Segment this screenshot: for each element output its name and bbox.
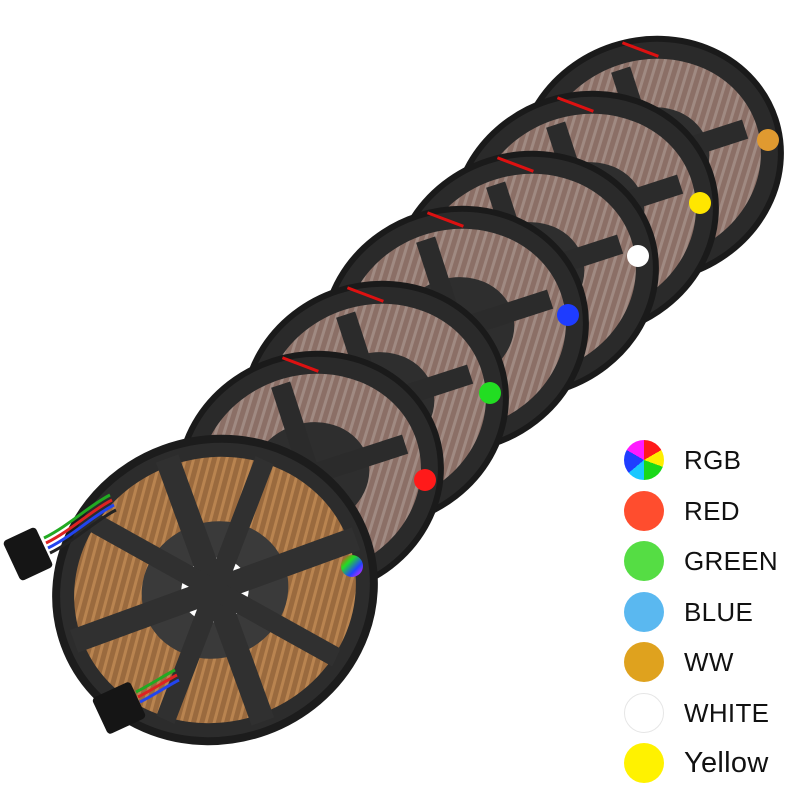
connector-bottom: [92, 668, 180, 734]
legend-item-white: WHITE: [618, 692, 798, 744]
connector-top: [3, 493, 117, 581]
reel-tag-white: [627, 245, 649, 267]
reel-rgb-front: [52, 434, 378, 746]
legend-item-yellow: Yellow: [618, 743, 798, 794]
yellow-swatch-icon: [624, 743, 664, 783]
rgb-swatch-icon: [624, 440, 664, 480]
reel-tag-blue: [557, 304, 579, 326]
reel-tag-rgb: [341, 555, 363, 577]
legend-label: RGB: [684, 445, 742, 475]
warm-white-swatch-icon: [624, 642, 664, 682]
legend-label: Yellow: [684, 747, 769, 779]
reel-tag-green: [479, 382, 501, 404]
red-swatch-icon: [624, 490, 664, 531]
color-legend: RGB RED GREEN BLUE WW WHITE Yellow: [618, 440, 798, 794]
legend-item-red: RED: [618, 490, 798, 542]
reel-tag-yellow: [689, 192, 711, 214]
legend-item-blue: BLUE: [618, 591, 798, 643]
green-swatch-icon: [624, 541, 664, 581]
white-swatch-icon: [624, 692, 664, 733]
legend-label: WW: [684, 647, 734, 677]
legend-item-ww: WW: [618, 642, 798, 693]
legend-label: WHITE: [684, 697, 770, 728]
reel-tag-warm-white: [757, 129, 779, 151]
legend-label: RED: [684, 495, 740, 526]
reel-tag-red: [414, 469, 436, 491]
legend-label: GREEN: [684, 546, 778, 576]
blue-swatch-icon: [624, 591, 664, 632]
legend-item-green: GREEN: [618, 541, 798, 592]
legend-label: BLUE: [684, 596, 754, 627]
legend-item-rgb: RGB: [618, 440, 798, 491]
